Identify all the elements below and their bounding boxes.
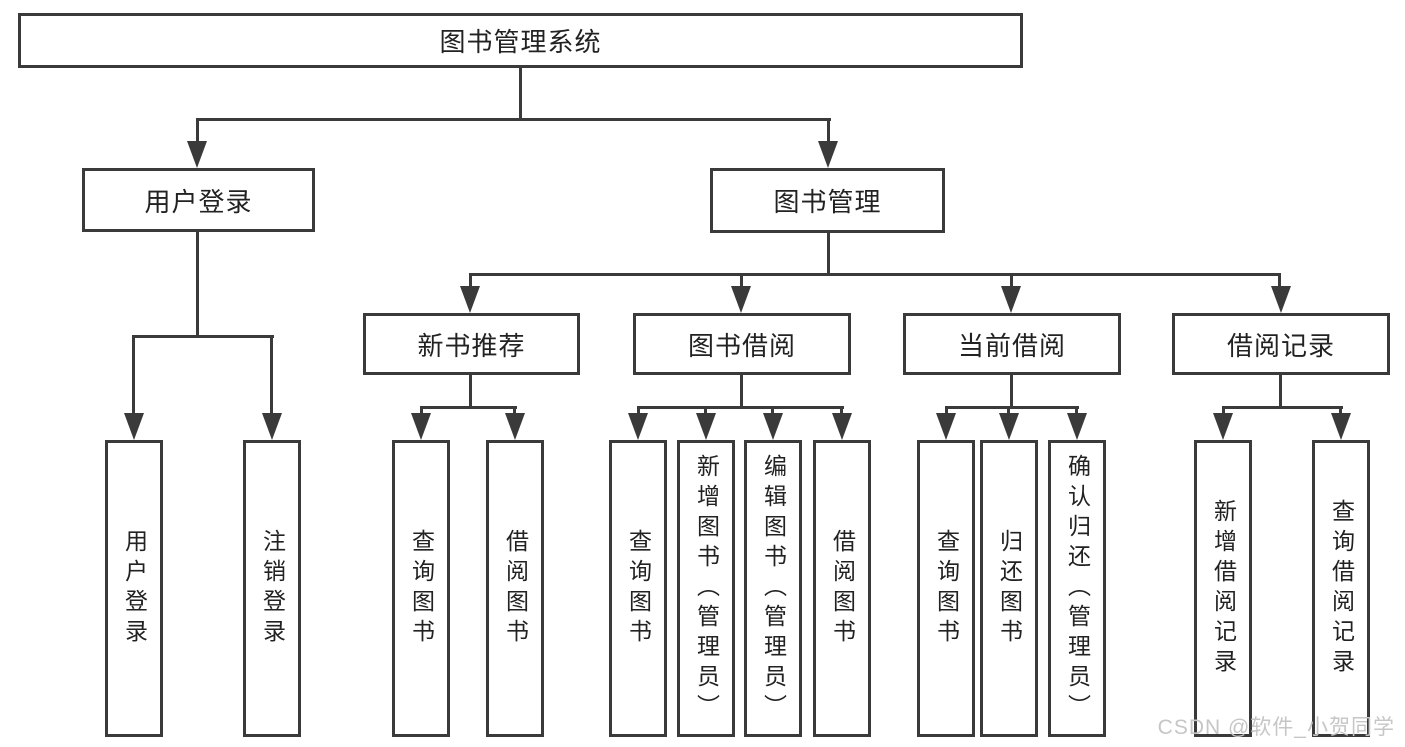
connector-line bbox=[1007, 408, 1010, 416]
node-label: 图书管理 bbox=[773, 187, 882, 217]
leaf-logout: 注销登录 bbox=[243, 440, 301, 737]
node-label: 借阅记录 bbox=[1226, 330, 1335, 361]
connector-line bbox=[196, 118, 831, 121]
node-book-borrowing: 图书借阅 bbox=[633, 313, 851, 375]
node-new-book-recommendation: 新书推荐 bbox=[363, 313, 580, 375]
connector-line bbox=[1010, 375, 1013, 408]
csdn-watermark: CSDN @软件_小贺同学 bbox=[1157, 716, 1395, 739]
leaf-return-books: 归还图书 bbox=[980, 440, 1038, 737]
arrowhead-down-icon bbox=[818, 141, 838, 168]
arrowhead-down-icon bbox=[1331, 413, 1351, 440]
node-label: 新增借阅记录 bbox=[1210, 498, 1237, 679]
connector-line bbox=[740, 375, 743, 408]
node-label: 用户登录 bbox=[144, 186, 253, 217]
arrowhead-down-icon bbox=[505, 413, 525, 440]
node-label: 确认归还（管理员） bbox=[1064, 453, 1091, 724]
node-current-borrowing: 当前借阅 bbox=[903, 313, 1121, 375]
node-label: 借阅图书 bbox=[829, 528, 856, 649]
connector-line bbox=[270, 337, 273, 416]
connector-line bbox=[513, 408, 516, 416]
node-label: 查询图书 bbox=[933, 528, 960, 649]
arrowhead-down-icon bbox=[124, 413, 144, 440]
node-label: 借阅图书 bbox=[502, 528, 529, 649]
leaf-borrow-books: 借阅图书 bbox=[813, 440, 871, 737]
node-label: 新增图书（管理员） bbox=[693, 453, 720, 724]
arrowhead-down-icon bbox=[262, 413, 282, 440]
connector-line bbox=[519, 68, 522, 120]
node-label: 用户登录 bbox=[121, 528, 148, 649]
leaf-query-borrow-record: 查询借阅记录 bbox=[1312, 440, 1370, 737]
connector-line bbox=[420, 408, 423, 416]
arrowhead-down-icon bbox=[628, 413, 648, 440]
arrowhead-down-icon bbox=[999, 413, 1019, 440]
connector-line bbox=[1278, 275, 1281, 289]
connector-line bbox=[1010, 275, 1013, 289]
arrowhead-down-icon bbox=[936, 413, 956, 440]
leaf-query-books-current: 查询图书 bbox=[917, 440, 975, 737]
leaf-edit-books-admin: 编辑图书（管理员） bbox=[744, 440, 802, 737]
connector-line bbox=[827, 120, 830, 144]
node-label: 查询借阅记录 bbox=[1328, 498, 1355, 679]
connector-line bbox=[945, 406, 1079, 409]
connector-line bbox=[420, 406, 517, 409]
arrowhead-down-icon bbox=[1001, 286, 1021, 313]
connector-line bbox=[469, 275, 472, 289]
connector-line bbox=[771, 408, 774, 416]
node-label: 查询图书 bbox=[625, 528, 652, 649]
node-label: 图书借阅 bbox=[687, 330, 796, 361]
connector-line bbox=[132, 335, 274, 338]
connector-line bbox=[827, 233, 830, 275]
connector-line bbox=[1075, 408, 1078, 416]
arrowhead-down-icon bbox=[187, 141, 207, 168]
node-label: 图书管理系统 bbox=[439, 27, 602, 57]
connector-line bbox=[132, 337, 135, 416]
connector-line bbox=[1222, 408, 1225, 416]
connector-line bbox=[637, 406, 844, 409]
arrowhead-down-icon bbox=[763, 413, 783, 440]
node-book-management: 图书管理 bbox=[710, 168, 945, 233]
node-user-login: 用户登录 bbox=[82, 168, 315, 232]
connector-line bbox=[945, 408, 948, 416]
connector-line bbox=[704, 408, 707, 416]
arrowhead-down-icon bbox=[731, 286, 751, 313]
connector-line bbox=[1279, 375, 1282, 408]
connector-line bbox=[637, 408, 640, 416]
node-label: 注销登录 bbox=[259, 528, 286, 649]
leaf-query-books-recommend: 查询图书 bbox=[392, 440, 450, 737]
connector-line bbox=[840, 408, 843, 416]
leaf-user-login: 用户登录 bbox=[105, 440, 163, 737]
arrowhead-down-icon bbox=[460, 286, 480, 313]
leaf-add-borrow-record: 新增借阅记录 bbox=[1194, 440, 1252, 737]
arrowhead-down-icon bbox=[832, 413, 852, 440]
leaf-add-books-admin: 新增图书（管理员） bbox=[677, 440, 735, 737]
arrowhead-down-icon bbox=[1067, 413, 1087, 440]
arrowhead-down-icon bbox=[411, 413, 431, 440]
connector-line bbox=[469, 273, 1281, 276]
connector-line bbox=[196, 120, 199, 144]
leaf-query-books-borrowing: 查询图书 bbox=[609, 440, 667, 737]
node-label: 编辑图书（管理员） bbox=[760, 453, 787, 724]
connector-line bbox=[196, 232, 199, 337]
connector-line bbox=[1222, 406, 1343, 409]
connector-line bbox=[740, 275, 743, 289]
node-label: 新书推荐 bbox=[417, 330, 526, 361]
arrowhead-down-icon bbox=[696, 413, 716, 440]
connector-line bbox=[1339, 408, 1342, 416]
connector-line bbox=[469, 375, 472, 408]
arrowhead-down-icon bbox=[1213, 413, 1233, 440]
node-label: 当前借阅 bbox=[957, 330, 1066, 361]
leaf-borrow-books-recommend: 借阅图书 bbox=[486, 440, 544, 737]
node-library-management-system: 图书管理系统 bbox=[18, 13, 1023, 68]
node-borrowing-records: 借阅记录 bbox=[1172, 313, 1390, 375]
node-label: 查询图书 bbox=[408, 528, 435, 649]
leaf-confirm-return-admin: 确认归还（管理员） bbox=[1048, 440, 1106, 737]
arrowhead-down-icon bbox=[1271, 286, 1291, 313]
node-label: 归还图书 bbox=[996, 528, 1023, 649]
